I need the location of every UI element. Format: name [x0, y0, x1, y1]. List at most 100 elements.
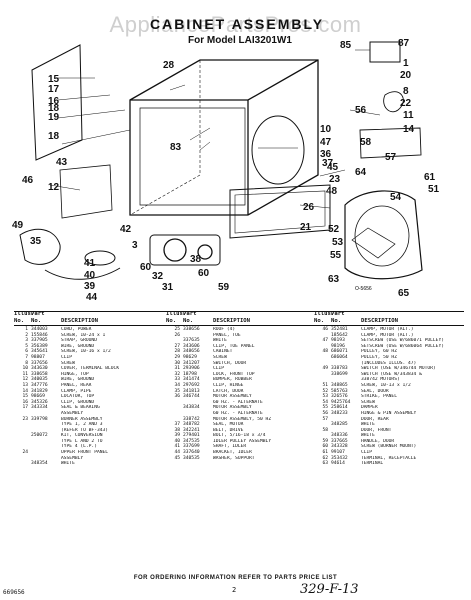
callout-87: 87 [398, 38, 410, 49]
part-description: SCREW [361, 399, 375, 405]
illus-number: 27 [174, 343, 180, 349]
table-row: TYPE 4 (L.P.) [14, 444, 164, 450]
part-number: 279401 [183, 433, 200, 439]
part-description: DOOR, FRONT [361, 427, 392, 433]
callout-8: 8 [403, 86, 409, 97]
callout-48: 48 [326, 186, 338, 197]
part-description: DOOR, REAR [361, 416, 389, 422]
part-number: 340035 [31, 377, 48, 383]
part-number: 338656 [183, 327, 200, 332]
illus-number [14, 461, 31, 467]
table-row: 60 HZ. - ALTERNATE [166, 411, 314, 417]
callout-10: 10 [320, 124, 332, 135]
part-description: WHITE [213, 338, 227, 344]
handwritten-note: 329-F-13 [300, 582, 359, 597]
part-description: PANEL, REAR [61, 382, 92, 388]
callout-12: 12 [48, 182, 60, 193]
illus-number: 17 [22, 405, 28, 411]
part-number: 98193 [331, 338, 345, 344]
callout-40: 40 [84, 270, 96, 281]
part-number: 98196 [331, 343, 345, 349]
illus-number: 30 [174, 360, 180, 366]
part-number: 686064 [331, 354, 348, 360]
table-row: 686064 PULLEY, 50 HZ [314, 355, 464, 361]
illus-number: 36 [174, 394, 180, 400]
callout-3: 3 [132, 240, 138, 251]
part-number: 258614 [331, 405, 348, 411]
callout-42: 42 [120, 224, 132, 235]
part-number: 343834 [183, 405, 200, 411]
part-description: (REFER TO BF-343) [61, 427, 109, 433]
part-number: 337699 [183, 444, 200, 450]
part-description: BUMPER, RUBBER [213, 377, 252, 383]
illus-number: 15 [22, 394, 28, 400]
part-description: BOLT, 5/16-18 x 3/4 [213, 433, 266, 439]
part-number: 338742 [183, 416, 200, 422]
part-number: 585763 [331, 388, 348, 394]
part-number: 155846 [31, 332, 48, 338]
illus-number: 62 [322, 455, 328, 461]
part-number: 346744 [183, 394, 200, 400]
part-number: 18798 [183, 371, 197, 377]
part-number: 337656 [31, 360, 48, 366]
illus-number: 56 [322, 410, 328, 416]
part-number: 348354 [31, 461, 48, 467]
part-description: PULLEY, 50 HZ [361, 354, 397, 360]
callout-41: 41 [84, 258, 96, 269]
part-description: LATCH, DOOR [213, 388, 244, 394]
table-row: 60 HZ. - ALTERNATE [166, 400, 314, 406]
part-number: 356389 [31, 343, 48, 349]
part-description: 60 HZ. - ALTERNATE [213, 399, 263, 405]
part-number: 337905 [31, 338, 48, 344]
part-description: SCREW (BURNER MOUNT) [361, 444, 417, 450]
part-description: TYPE 4 (L.P.) [61, 444, 97, 450]
callout-20: 20 [400, 70, 412, 81]
illus-number: 39 [174, 433, 180, 439]
callout-21: 21 [300, 222, 312, 233]
callout-47: 47 [320, 137, 332, 148]
part-description: PANEL, TOE [213, 332, 241, 338]
illus-number: 6 [25, 349, 28, 355]
part-number: 337665 [331, 438, 348, 444]
part-description: SETSCREW (USE W/686071 PULLEY) [361, 338, 444, 344]
callout-38: 38 [190, 254, 202, 265]
callout-11: 11 [403, 110, 414, 121]
part-number: 99107 [331, 450, 345, 456]
part-description: BELT, DRIVE [213, 427, 244, 433]
illus-number: 32 [174, 371, 180, 377]
model-subtitle: For Model LAI3201W1 [188, 35, 292, 46]
part-description: DAMPER [361, 405, 378, 411]
part-description: 338742 MOTORS) [361, 377, 400, 383]
part-description: CLIP, HINGE [213, 382, 244, 388]
part-description: SEAL, DOOR [361, 388, 389, 394]
table-row: ASSEMBLY [14, 411, 164, 417]
illus-number: 61 [322, 450, 328, 456]
part-number: 94614 [331, 461, 345, 467]
part-number: 345641 [31, 349, 48, 355]
table-row: (REFER TO BF-343) [14, 428, 164, 434]
callout-32: 32 [152, 271, 164, 282]
